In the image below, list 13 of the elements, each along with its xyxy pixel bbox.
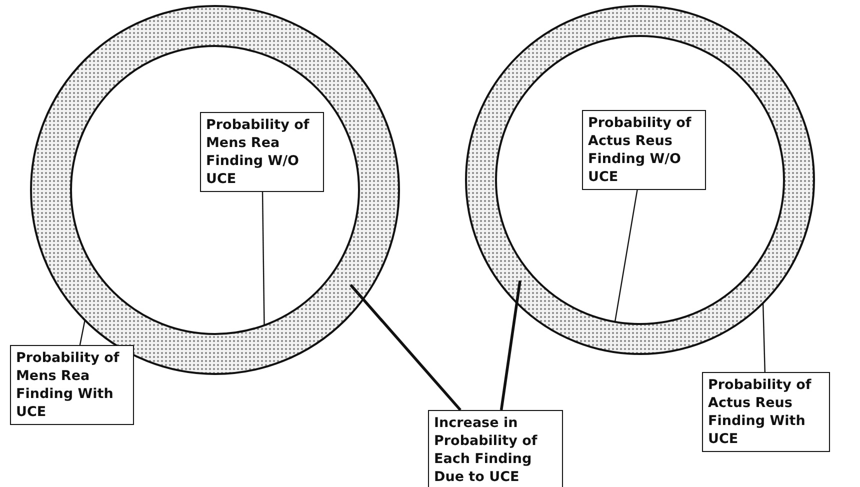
text-box: Probability of Actus Reus Finding With UCE [702,372,830,452]
leader-line [79,320,86,346]
text-box: Probability of Mens Rea Finding W/O UCE [200,112,324,192]
text-box: Probability of Mens Rea Finding With UCE [10,345,134,425]
leader-line [350,284,462,411]
leader-line [614,190,638,322]
inner-circle [70,45,360,335]
leader-line [762,303,766,372]
leader-line [500,280,522,410]
leader-line [262,192,265,326]
text-box: Probability of Actus Reus Finding W/O UCE [582,110,706,190]
text-box: Increase in Probability of Each Finding Due to UCE [428,410,563,487]
inner-circle [495,35,785,325]
